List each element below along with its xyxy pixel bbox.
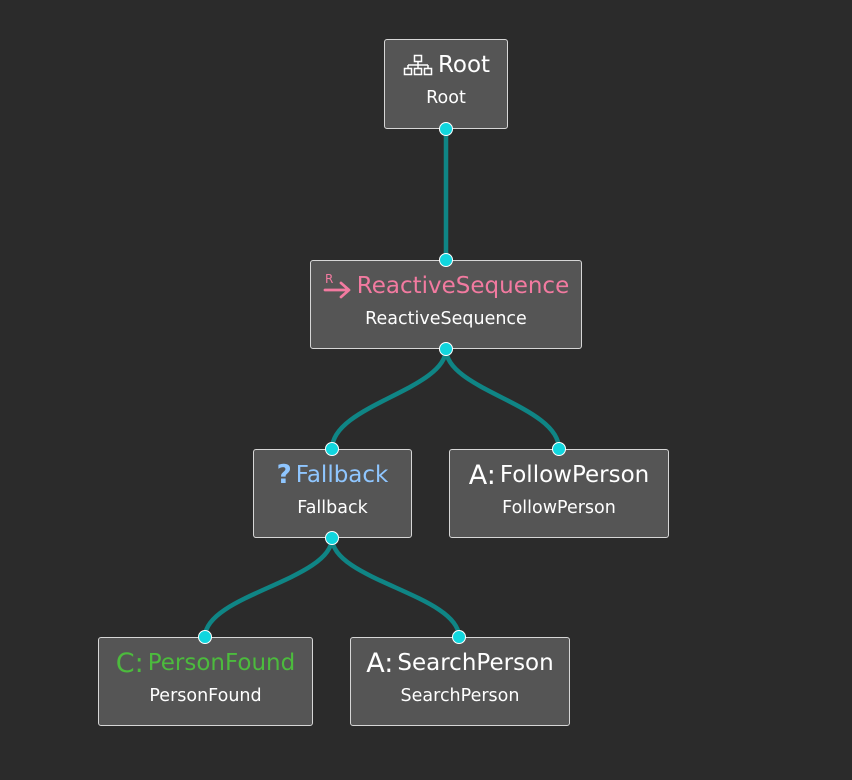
reactive-arrow-icon: R (323, 272, 353, 300)
tree-structure-icon (402, 54, 434, 76)
svg-text:R: R (325, 272, 333, 286)
edge-fallback-to-person-found (202, 537, 335, 638)
port-reactive-sequence-out[interactable] (439, 342, 453, 356)
node-follow-person-title: FollowPerson (499, 462, 650, 488)
port-person-found-in[interactable] (198, 630, 212, 644)
port-reactive-sequence-in[interactable] (439, 253, 453, 267)
node-person-found[interactable]: C: PersonFound PersonFound (98, 637, 313, 726)
node-search-person-title: SearchPerson (397, 650, 554, 676)
port-follow-person-in[interactable] (552, 442, 566, 456)
node-follow-person[interactable]: A: FollowPerson FollowPerson (449, 449, 669, 538)
action-icon: A: (468, 459, 496, 491)
edge-fallback-to-search-person (329, 537, 462, 638)
node-root-subtitle: Root (426, 88, 466, 108)
condition-icon: C: (115, 647, 144, 679)
port-root-out[interactable] (439, 122, 453, 136)
port-search-person-in[interactable] (452, 630, 466, 644)
node-fallback-title: Fallback (295, 462, 389, 488)
node-root[interactable]: Root Root (384, 39, 508, 129)
node-fallback[interactable]: ? Fallback Fallback (253, 449, 412, 538)
node-person-found-subtitle: PersonFound (149, 686, 262, 706)
node-search-person-subtitle: SearchPerson (400, 686, 520, 706)
node-reactive-sequence[interactable]: R ReactiveSequence ReactiveSequence (310, 260, 582, 349)
node-reactive-sequence-subtitle: ReactiveSequence (365, 309, 527, 329)
action-icon: A: (366, 647, 394, 679)
port-fallback-out[interactable] (325, 531, 339, 545)
node-follow-person-subtitle: FollowPerson (502, 498, 616, 518)
node-person-found-title: PersonFound (147, 650, 296, 676)
port-fallback-in[interactable] (325, 442, 339, 456)
node-root-title: Root (437, 52, 491, 78)
edge-reactive-sequence-to-fallback (329, 348, 449, 450)
node-search-person[interactable]: A: SearchPerson SearchPerson (350, 637, 570, 726)
edge-reactive-sequence-to-follow-person (443, 348, 562, 450)
node-reactive-sequence-title: ReactiveSequence (356, 273, 570, 299)
node-fallback-subtitle: Fallback (297, 498, 368, 518)
question-mark-icon: ? (276, 460, 292, 490)
